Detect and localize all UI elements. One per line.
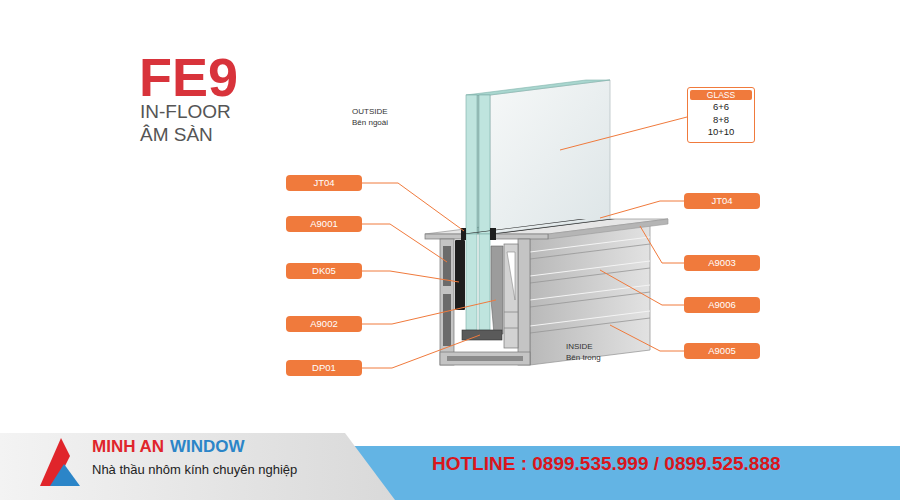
profile-section [443,294,451,346]
side-label: INSIDE [566,342,593,351]
part-code: DK05 [312,266,336,276]
leader-line [640,226,684,263]
banner-panel [0,433,395,500]
part-callout: A9006 [684,297,760,313]
leader-lines [362,117,687,368]
profile-side-face [530,318,650,333]
profile-side-face [530,223,650,365]
part-code: A9001 [310,219,337,229]
leader-line [560,117,687,150]
spec-value: 6+6 [688,101,754,114]
part-callout: A9005 [684,343,760,359]
profile-side-face [530,292,650,307]
profile-side-face [530,285,650,300]
spec-value: 10+10 [688,126,754,139]
part-code: A9005 [708,346,735,356]
brand-banner: MINH AN WINDOW Nhà thầu nhôm kính chuyên n… [0,430,900,500]
wedge-insert [491,246,503,334]
glass-panel [466,95,477,234]
profile-section [507,252,515,300]
subtitle: ÂM SÀN [140,124,213,146]
jt04-gasket [490,228,496,240]
logo-mark [50,464,80,486]
profile-section [518,239,530,365]
wedge-insert [491,246,503,334]
profile-section [440,239,454,365]
part-callout: A9002 [286,316,362,332]
profile-section [504,328,518,329]
leader-line [610,325,684,351]
part-code: DP01 [312,363,336,373]
glass-in-channel [479,234,490,330]
part-callout: JT04 [684,193,760,209]
brand-name: WINDOW [170,438,245,457]
profile-section [425,234,462,239]
glass-in-channel [466,234,490,330]
side-label: Bên ngoài [352,118,388,127]
profile-side-face [530,311,650,326]
profile-side-face [530,244,650,259]
part-callout: DK05 [286,263,362,279]
glass-spec-box: GLASS6+68+810+10 [687,87,755,143]
top-gasket [490,219,615,234]
leader-line [600,201,684,218]
bottom-pad [462,330,502,340]
leader-line [362,335,480,368]
leader-line [362,271,459,282]
part-callout: DP01 [286,360,362,376]
part-code: A9006 [708,300,735,310]
part-callout: JT04 [286,175,362,191]
bottom-pad [462,330,502,340]
part-code: JT04 [313,178,334,188]
profile-side-face [530,261,650,276]
part-code: A9003 [708,258,735,268]
glass-panel [466,80,610,234]
hotline-text: HOTLINE : 0899.535.999 / 0899.525.888 [432,454,781,475]
leader-line [362,224,447,262]
side-label: Bên trong [566,353,601,362]
part-callout: A9003 [684,255,760,271]
profile-section [504,244,518,348]
side-label: OUTSIDE [352,107,388,116]
profile-section [447,356,523,361]
glass-panel [479,95,490,234]
jt04-gasket [461,228,496,240]
subtitle: IN-FLOOR [140,101,231,123]
product-title: FE9 [139,50,238,104]
profile-side-face [530,268,650,283]
top-gasket [461,219,586,234]
spec-heading: GLASS [690,90,752,100]
leader-line [600,270,684,305]
leader-line [362,300,496,324]
spec-value: 8+8 [688,114,754,127]
glass-in-channel [466,234,477,330]
profile-section [495,234,548,239]
brand-name: MINH AN [92,438,164,457]
profile-section [425,234,548,365]
top-gasket [461,219,615,234]
glass-panel [490,80,610,234]
part-callout: A9001 [286,216,362,232]
glass-panel [466,80,610,95]
part-code: A9002 [310,319,337,329]
profile-side-face [530,223,650,365]
part-code: JT04 [711,196,732,206]
glass-panel [478,95,479,234]
side-gasket [455,240,465,310]
profile-section [504,312,518,313]
brand-slogan: Nhà thầu nhôm kính chuyên nghiệp [92,463,297,477]
profile-section [440,352,530,365]
side-gasket [455,240,465,310]
